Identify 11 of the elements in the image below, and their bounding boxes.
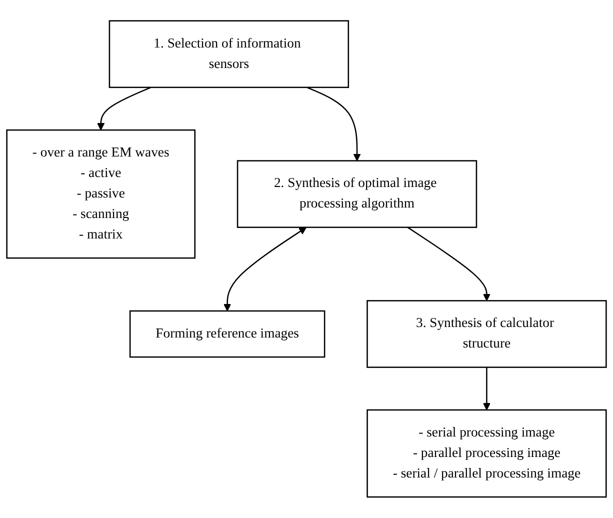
- arrow: [407, 226, 490, 302]
- node-box: - serial processing image - parallel processing image - serial / parallel processing image: [366, 409, 607, 498]
- node-box: 1. Selection of information sensors: [108, 20, 350, 88]
- node-box: 3. Synthesis of calculator structure: [366, 300, 607, 368]
- node-box: - over a range EM waves - active - passive - scanning - matrix: [6, 130, 196, 259]
- arrow: [306, 86, 361, 162]
- arrow: [482, 367, 490, 410]
- arrow: [97, 86, 152, 130]
- node-box: 2. Synthesis of optimal image processing algorithm: [236, 160, 478, 228]
- node-box: Forming reference images: [129, 310, 326, 358]
- arrow: [224, 227, 306, 312]
